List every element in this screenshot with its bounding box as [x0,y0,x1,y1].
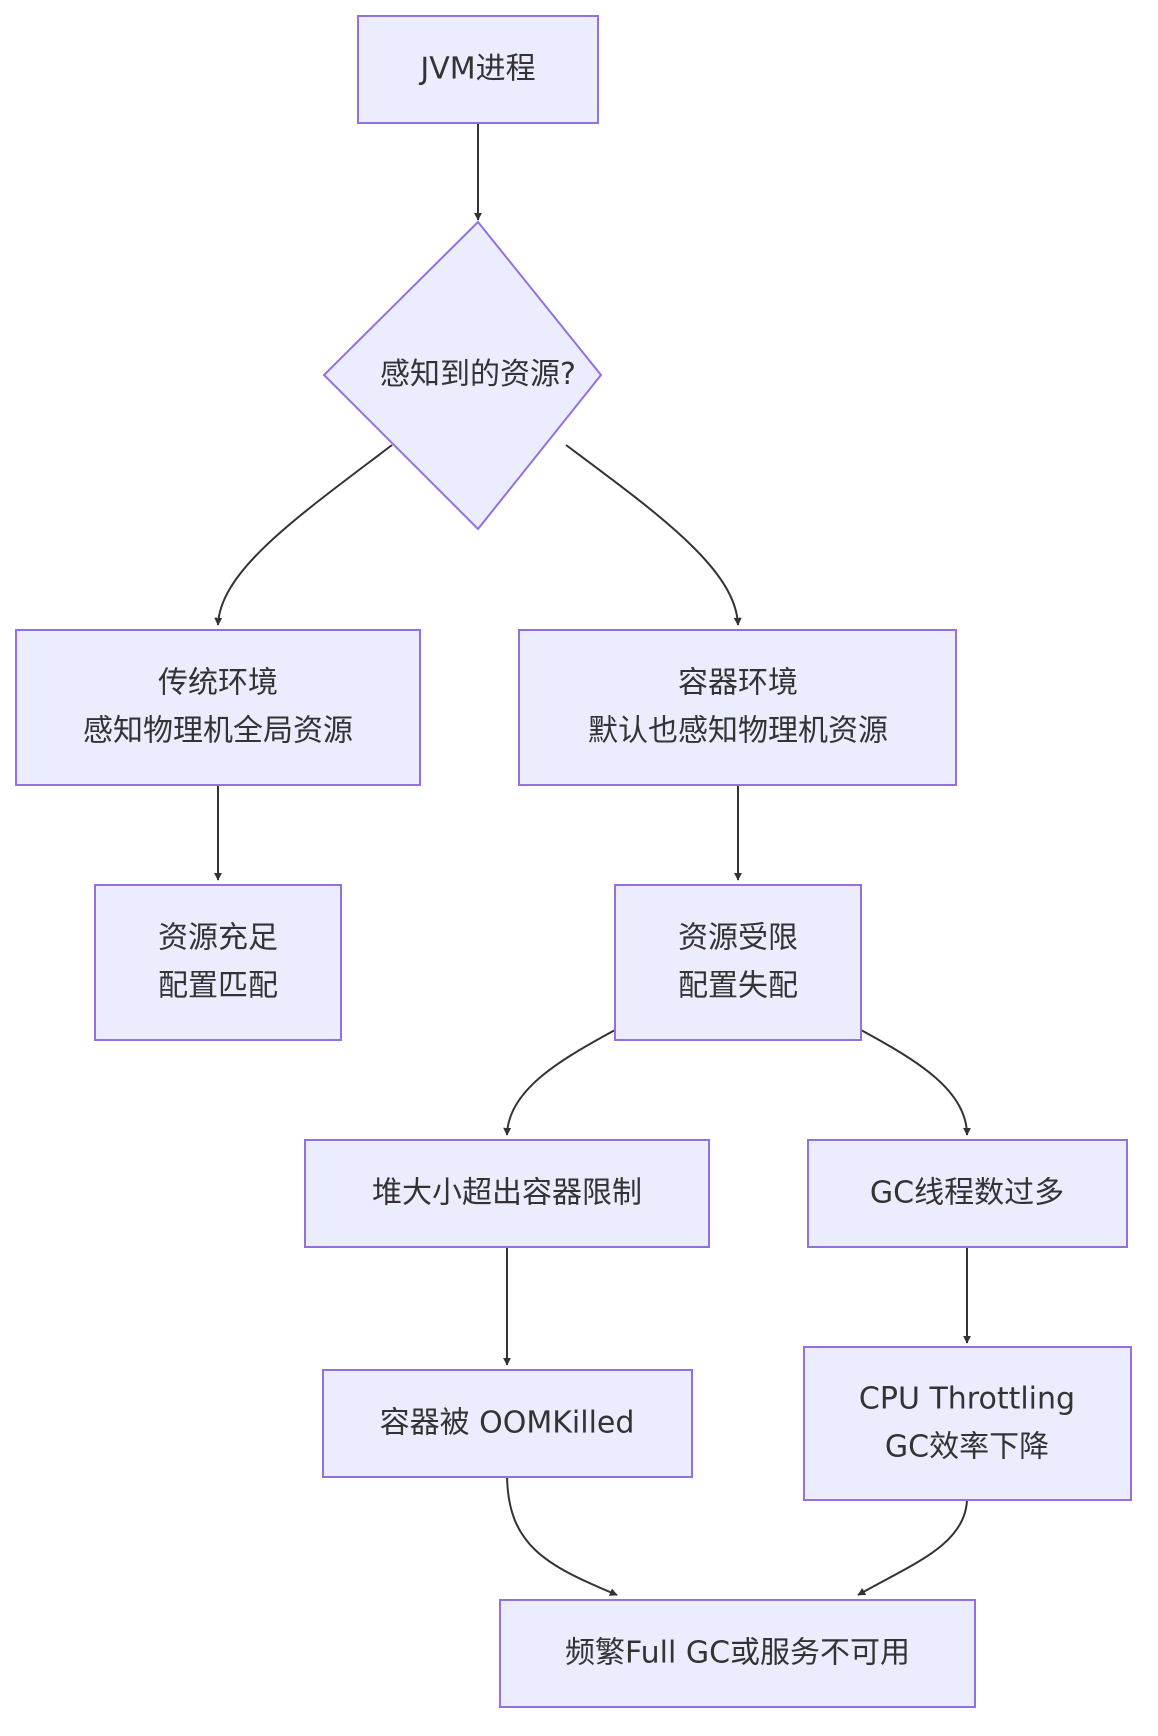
node-decision: 感知到的资源? [322,220,603,531]
node-label-line: 资源充足 [158,920,278,955]
node-frequent-gc-text: 频繁Full GC或服务不可用 [565,1635,910,1670]
edge-decision-to-traditional [214,444,393,626]
node-frequent-gc: 频繁Full GC或服务不可用 [499,1599,976,1708]
node-label-line: GC线程数过多 [870,1175,1064,1210]
node-resource-limited-text: 资源受限配置失配 [678,920,798,1003]
node-label-line: JVM进程 [418,51,535,86]
node-jvm-process: JVM进程 [357,15,599,124]
node-traditional-env: 传统环境感知物理机全局资源 [15,629,421,786]
node-label-line: 堆大小超出容器限制 [372,1175,642,1210]
node-label-line: GC效率下降 [885,1429,1049,1464]
node-label-line: 配置匹配 [158,968,278,1003]
node-resource-sufficient-text: 资源充足配置匹配 [158,920,278,1003]
edge-limited-to-gcthreads [860,1029,971,1136]
edge-limited-to-heap [503,1029,616,1136]
node-heap-exceeds-text: 堆大小超出容器限制 [372,1175,642,1210]
node-label-line: 感知物理机全局资源 [83,713,353,748]
node-gc-threads-text: GC线程数过多 [870,1175,1064,1210]
node-container-env-text: 容器环境默认也感知物理机资源 [588,665,888,748]
node-label-line: 配置失配 [678,968,798,1003]
node-resource-limited: 资源受限配置失配 [614,884,862,1041]
node-label-line: 资源受限 [678,920,798,955]
node-label-line: 传统环境 [158,665,278,700]
edge-decision-to-container [565,444,742,626]
edge-oomkilled-to-frequentgc [506,1472,618,1596]
node-label-line: 容器环境 [678,665,798,700]
node-label-line: 容器被 OOMKilled [380,1405,635,1440]
node-oomkilled-text: 容器被 OOMKilled [380,1405,635,1440]
node-gc-threads: GC线程数过多 [807,1139,1128,1248]
node-label-line: 默认也感知物理机资源 [588,713,888,748]
node-jvm-process-text: JVM进程 [418,51,535,86]
node-decision-text: 感知到的资源? [380,357,576,392]
node-label-line: 频繁Full GC或服务不可用 [565,1635,910,1670]
node-container-env: 容器环境默认也感知物理机资源 [518,629,957,786]
node-heap-exceeds: 堆大小超出容器限制 [304,1139,710,1248]
edge-cputhrottling-to-frequentgc [857,1497,968,1596]
node-traditional-env-text: 传统环境感知物理机全局资源 [83,665,353,748]
node-oomkilled: 容器被 OOMKilled [322,1369,693,1478]
node-label-line: 感知到的资源? [380,357,576,392]
edges [214,123,971,1596]
node-label-line: CPU Throttling [859,1381,1075,1416]
node-resource-sufficient: 资源充足配置匹配 [94,884,342,1041]
